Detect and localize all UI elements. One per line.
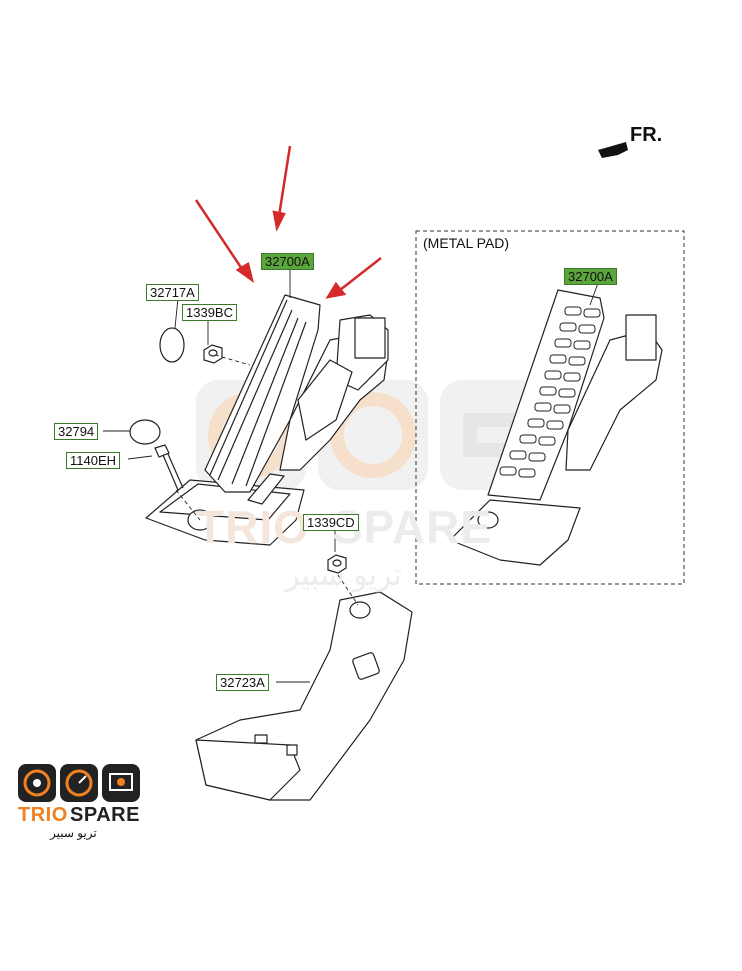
leader-lines: [103, 268, 599, 683]
logo-brand-b: SPARE: [70, 804, 140, 826]
watermark-brand-a: TRIO: [196, 501, 310, 553]
part-label-32700a-main: 32700A: [261, 253, 314, 270]
metal-pad-grip-slots: [499, 306, 601, 478]
part-label-32717a: 32717A: [146, 284, 199, 301]
bracket-drawing: [195, 591, 413, 801]
small-parts: [129, 327, 347, 574]
part-label-1339bc: 1339BC: [182, 304, 237, 321]
part-label-32723a: 32723A: [216, 674, 269, 691]
logo-arabic: تريو سبير: [50, 826, 97, 840]
metal-pad-inset-box: [415, 230, 685, 585]
watermark-arabic: تريو سبير: [285, 559, 402, 592]
brand-logo-icons: [18, 764, 140, 802]
part-label-1339cd: 1339CD: [303, 514, 359, 531]
part-label-32700a-metal: 32700A: [564, 268, 617, 285]
inset-title: (METAL PAD): [423, 235, 510, 251]
highlight-arrows: [194, 145, 382, 299]
front-direction-arrow-icon: [598, 142, 628, 158]
front-direction-label: FR.: [630, 124, 663, 146]
logo-brand-a: TRIO: [18, 804, 68, 826]
part-label-32794: 32794: [54, 423, 99, 440]
main-pedal-drawing: [145, 294, 389, 546]
part-label-1140eh: 1140EH: [66, 452, 121, 469]
